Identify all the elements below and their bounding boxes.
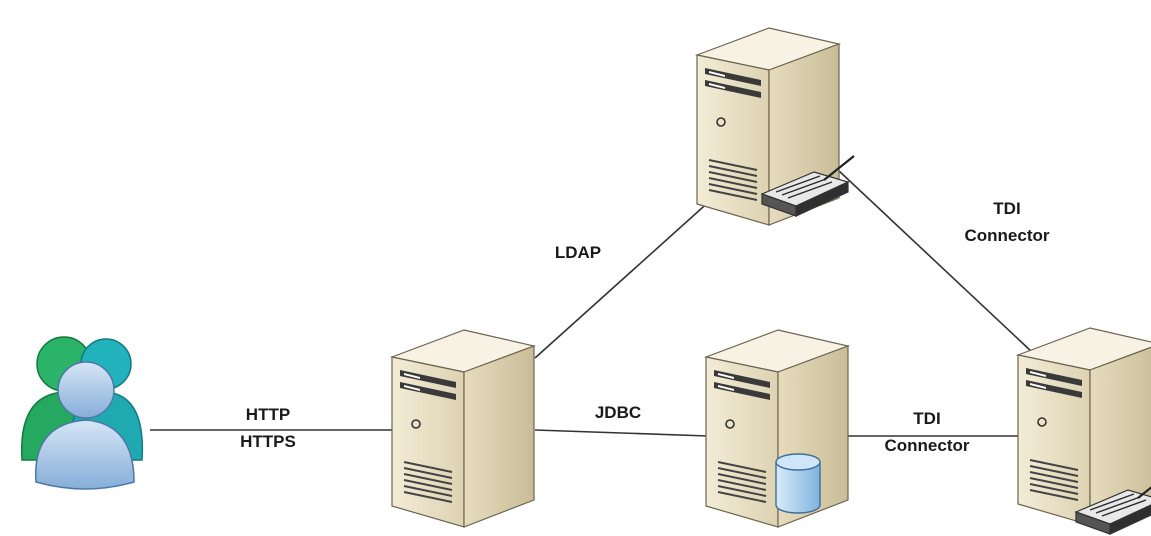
users-icon [20, 336, 144, 490]
edge-label-https: HTTPS [240, 432, 296, 451]
database-icon [775, 453, 821, 514]
edge-app-db [534, 429, 709, 437]
edge-label-ldap: LDAP [555, 243, 601, 262]
edge-label-connector-bottom: Connector [885, 436, 970, 455]
edge-label-connector-top: Connector [965, 226, 1050, 245]
edge-label-tdi-bottom: TDI [913, 409, 940, 428]
edge-label-http: HTTP [246, 405, 290, 424]
edge-app-ldap [534, 189, 723, 359]
edge-label-jdbc: JDBC [595, 403, 641, 422]
edge-label-tdi-top: TDI [993, 199, 1020, 218]
app-server-icon [391, 329, 535, 528]
connections [150, 169, 1033, 437]
edge-ldap-sync [837, 169, 1033, 353]
